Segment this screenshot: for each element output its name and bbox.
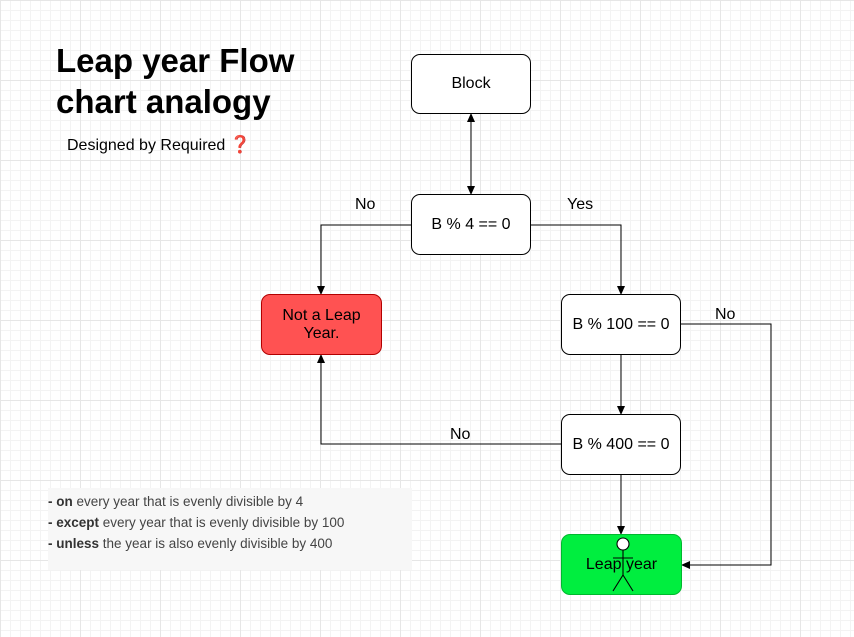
node-block[interactable]: Block xyxy=(411,54,531,114)
edge-div4-no xyxy=(317,224,411,295)
edge-div100-no xyxy=(681,323,772,569)
rule-line: - on every year that is evenly divisible… xyxy=(48,494,304,509)
rule-line: - unless the year is also evenly divisib… xyxy=(48,536,333,551)
stick-figure-icon xyxy=(612,537,634,592)
subtitle-text: Designed by Required xyxy=(67,137,226,154)
node-div400[interactable]: B % 400 == 0 xyxy=(561,414,681,475)
question-mark-icon: ❓ xyxy=(229,135,251,154)
edge-label-div400-no: No xyxy=(450,426,471,443)
node-div4[interactable]: B % 4 == 0 xyxy=(411,194,531,255)
rules-note: - on every year that is evenly divisible… xyxy=(48,488,412,570)
rule-line: - except every year that is evenly divis… xyxy=(48,515,345,530)
node-not-leap[interactable]: Not a Leap Year. xyxy=(261,294,382,355)
edge-label-div4-yes: Yes xyxy=(567,196,594,213)
edge-div400-no xyxy=(317,354,561,445)
diagram-title: Leap year Flow chart analogy xyxy=(56,42,295,120)
diagram-subtitle: Designed by Required ❓ xyxy=(67,135,251,155)
edge-div4-yes xyxy=(531,224,625,295)
edge-label-div4-no: No xyxy=(355,196,376,213)
node-div100[interactable]: B % 100 == 0 xyxy=(561,294,681,355)
edge-label-div100-no: No xyxy=(715,306,736,323)
